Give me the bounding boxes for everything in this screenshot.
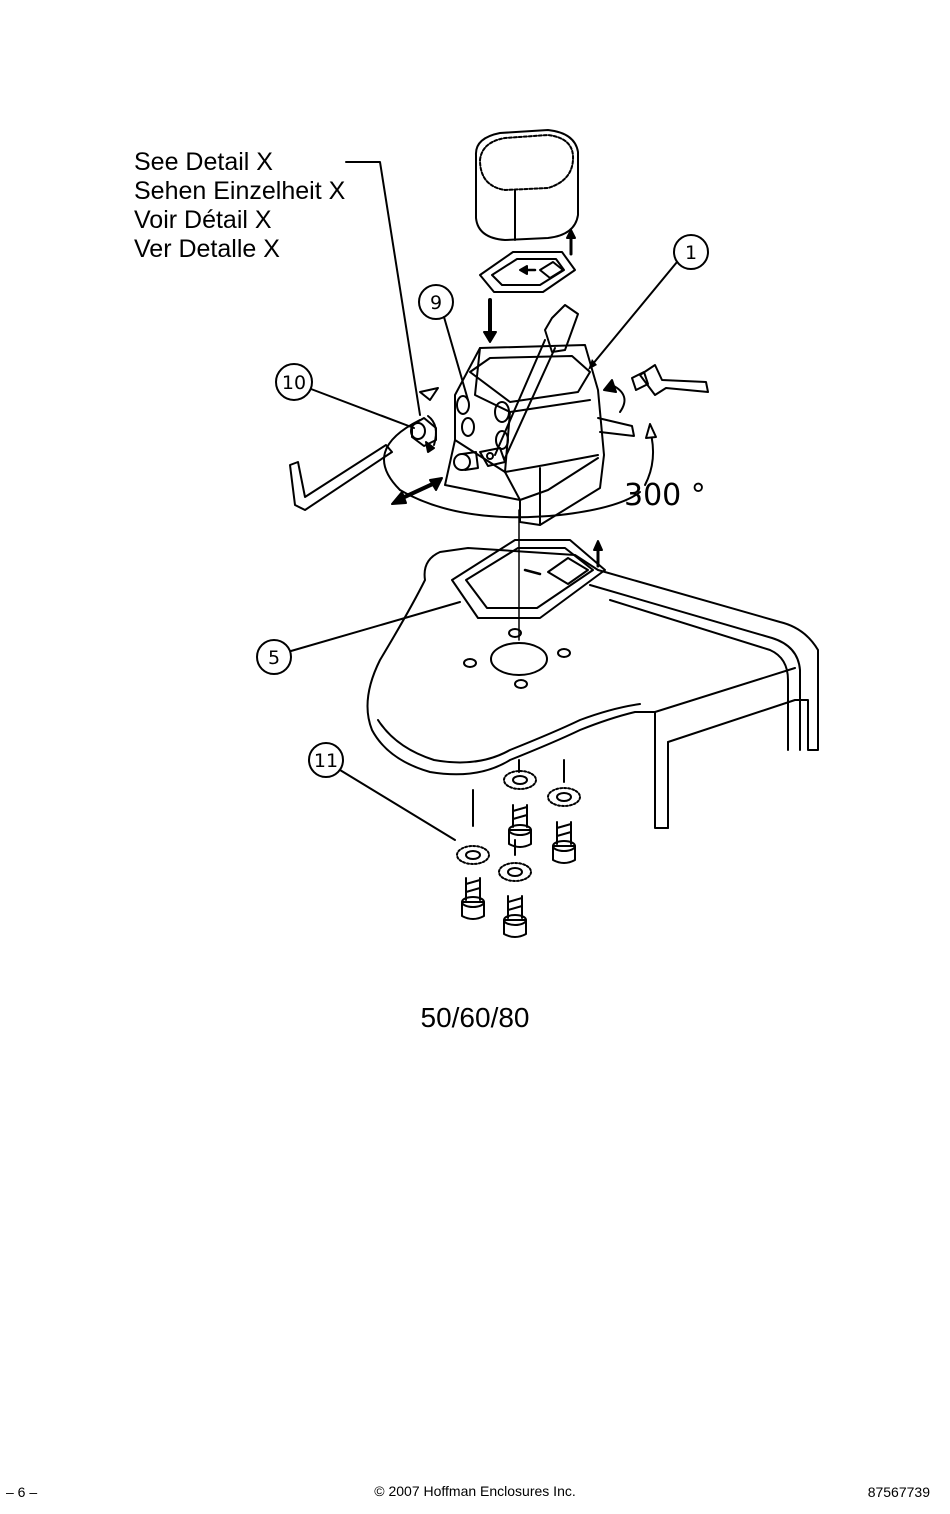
lock-washer [456,845,490,865]
callout-11-circle [308,742,344,778]
grub-screw [410,387,439,453]
thumb-screw [631,364,709,396]
fastener-set [456,759,581,938]
lower-gasket [451,539,606,619]
callout-1-number: 1 [685,242,697,264]
detail-leader-line [345,161,421,416]
cap-screw [508,804,532,848]
callout-5-number: 5 [268,647,280,669]
top-cap [474,129,579,241]
detail-reference-text: See Detail X Sehen Einzelheit X Voir Dét… [134,148,345,264]
detail-line-es: Ver Detalle X [134,235,280,263]
rotation-angle-label: 300 ° [624,478,706,513]
lock-washer [498,862,532,882]
document-number: 87567739 [867,1484,930,1500]
lock-washer [547,787,581,807]
cap-screw [503,895,527,938]
callout-11-number: 11 [314,750,338,772]
callout-10-number: 10 [282,372,306,394]
detail-line-de: Sehen Einzelheit X [134,177,346,205]
model-label: 50/60/80 [420,1002,530,1033]
side-knob [453,451,479,471]
top-gasket [479,251,576,293]
rotation-arc [383,419,641,519]
locking-lever [479,304,579,467]
support-arm-plate [366,547,819,829]
right-fin [597,417,635,437]
callout-11-leader [339,769,456,841]
callout-10-leader [310,388,415,429]
callout-9-circle [418,284,454,320]
callout-9-number: 9 [430,292,442,314]
detail-line-fr: Voir Détail X [134,206,272,234]
callout-1-circle [673,234,709,270]
swivel-head [444,344,605,526]
cap-screw [461,877,485,920]
callout-9-leader [443,316,469,401]
cap-screw [552,821,576,864]
callout-10-circle [275,363,313,401]
callout-1-leader [591,261,678,366]
hex-key [289,444,393,511]
copyright-text: © 2007 Hoffman Enclosures Inc. [374,1483,576,1499]
callout-5-leader [290,601,461,652]
callout-5-circle [256,639,292,675]
lock-washer [503,770,537,790]
detail-line-en: See Detail X [134,148,273,176]
page-number: – 6 – [6,1484,38,1500]
